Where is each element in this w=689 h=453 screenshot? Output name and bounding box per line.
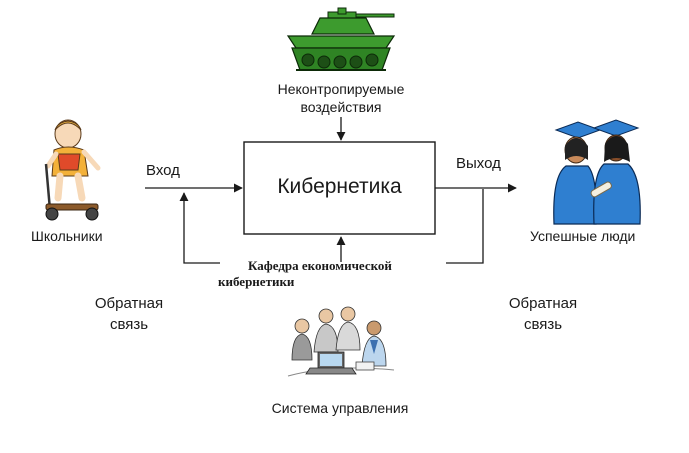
box-label: Кибернетика xyxy=(277,175,402,198)
graduates-icon xyxy=(553,119,641,225)
feedback-right-line xyxy=(446,189,484,264)
input-label: Вход xyxy=(146,162,180,179)
result-label: Успешные люди xyxy=(530,228,636,244)
feedback-left-line1: Обратная xyxy=(94,295,164,312)
control-label: Система управления xyxy=(271,400,409,416)
tank-icon xyxy=(286,7,396,71)
feedback-left-line2: связь xyxy=(109,316,149,333)
feedback-left-line xyxy=(179,192,220,264)
department-line1: Кафедра економической xyxy=(248,258,392,273)
department-line2: кибернетики xyxy=(218,274,295,289)
disturbance-label-line2: воздействия xyxy=(300,99,382,115)
source-label: Школьники xyxy=(31,228,103,244)
output-label: Выход xyxy=(456,155,501,172)
child-icon xyxy=(44,119,101,221)
cybernetics-box xyxy=(243,141,436,235)
disturbance-label-line1: Неконтропируемые xyxy=(277,81,405,97)
feedback-right-line1: Обратная xyxy=(508,295,578,312)
feedback-right-line2: связь xyxy=(523,316,563,333)
team-icon xyxy=(287,306,395,377)
